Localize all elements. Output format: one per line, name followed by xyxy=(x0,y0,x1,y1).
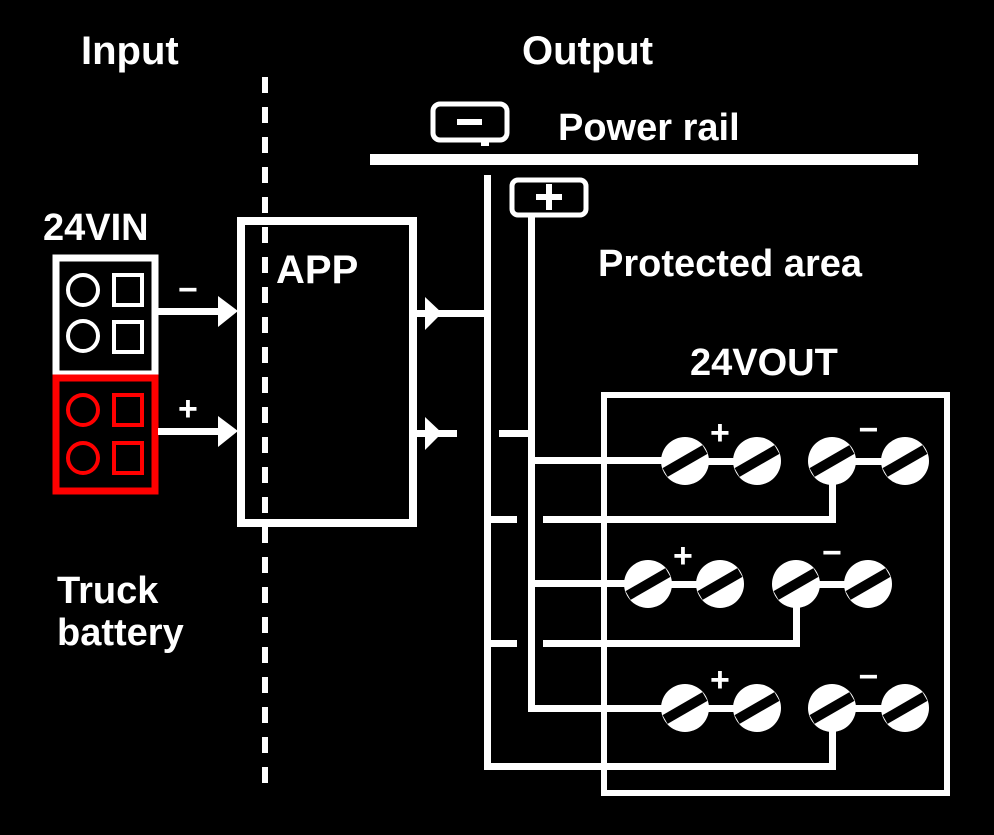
minus-icon xyxy=(457,119,482,125)
input-negative-arrow xyxy=(158,296,238,327)
input-connector-positive xyxy=(52,374,159,495)
screw-terminal-icon xyxy=(772,560,820,608)
positive-jumper xyxy=(685,458,757,465)
input-negative-sign: − xyxy=(178,271,198,309)
terminal-negative-sign: − xyxy=(822,534,842,572)
output-terminal-row: +− xyxy=(661,658,929,732)
output-terminal-row: +− xyxy=(661,411,929,485)
power-rail-bar xyxy=(370,154,918,165)
power-rail-label: Power rail xyxy=(558,107,740,149)
terminal-positive-sign: + xyxy=(673,537,693,575)
output-block-label: 24VOUT xyxy=(690,342,838,384)
input-connector-label: 24VIN xyxy=(43,207,149,249)
terminal-positive-sign: + xyxy=(710,414,730,452)
terminal-negative-sign: − xyxy=(859,658,879,696)
positive-rail-tag xyxy=(509,177,589,218)
negative-rail-tag xyxy=(430,101,510,146)
negative-jumper xyxy=(832,705,905,712)
app-label: APP xyxy=(276,248,358,292)
screw-terminal-icon xyxy=(733,437,781,485)
positive-jumper xyxy=(685,705,757,712)
input-heading: Input xyxy=(81,29,179,73)
truck-battery-label-line1: Truck xyxy=(57,570,159,612)
input-connector-negative xyxy=(52,254,159,378)
truck-battery-label-line2: battery xyxy=(57,612,184,654)
output-block-box xyxy=(601,392,950,796)
positive-bus xyxy=(528,215,662,712)
input-positive-sign: + xyxy=(178,390,198,428)
negative-jumper xyxy=(796,581,868,588)
app-box xyxy=(237,217,417,527)
input-positive-arrow xyxy=(158,416,238,447)
screw-terminal-icon xyxy=(733,684,781,732)
screw-terminal-icon xyxy=(881,437,929,485)
app-positive-output xyxy=(413,417,528,450)
screw-terminal-icon xyxy=(661,684,709,732)
screw-terminal-icon xyxy=(624,560,672,608)
screw-terminal-icon xyxy=(808,684,856,732)
screw-terminal-icon xyxy=(844,560,892,608)
protected-area-label: Protected area xyxy=(598,243,863,285)
screw-terminal-icon xyxy=(808,437,856,485)
screw-terminal-icon xyxy=(661,437,709,485)
output-heading: Output xyxy=(522,29,653,73)
negative-jumper xyxy=(832,458,905,465)
screw-terminal-icon xyxy=(696,560,744,608)
screw-terminal-icon xyxy=(881,684,929,732)
positive-jumper xyxy=(648,581,720,588)
output-terminal-row: +− xyxy=(624,534,892,608)
terminal-positive-sign: + xyxy=(710,661,730,699)
app-negative-output xyxy=(413,297,485,330)
terminal-negative-sign: − xyxy=(859,411,879,449)
